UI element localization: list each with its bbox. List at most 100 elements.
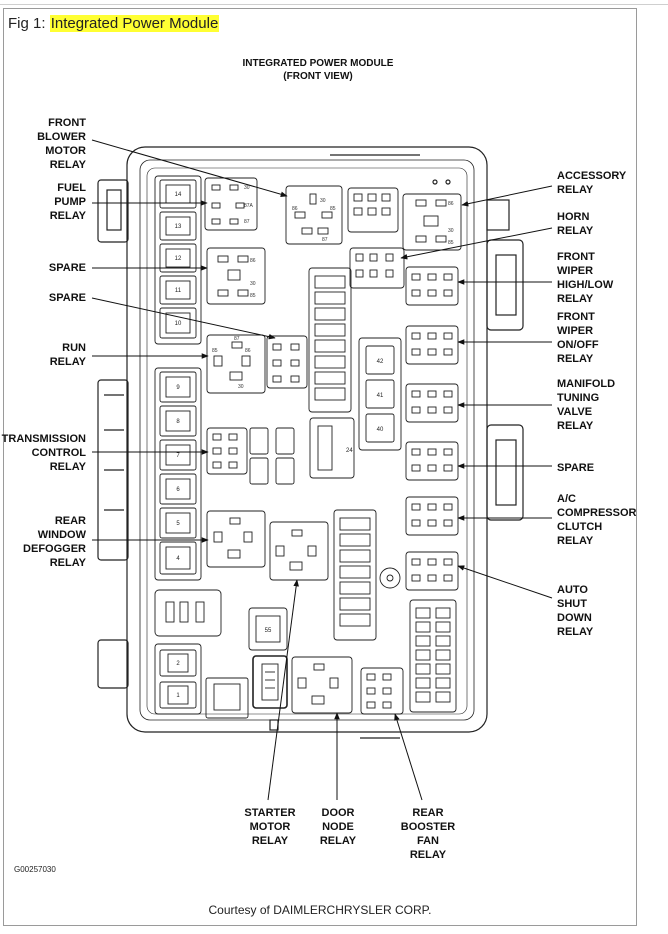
svg-text:RELAY: RELAY xyxy=(50,356,87,368)
svg-text:DEFOGGER: DEFOGGER xyxy=(23,543,86,555)
svg-text:SHUT: SHUT xyxy=(557,598,587,610)
relay-ac-compressor-clutch xyxy=(405,496,459,536)
callout-auto-shut-down-relay: AUTO SHUT DOWN RELAY xyxy=(457,565,594,638)
svg-text:DOWN: DOWN xyxy=(557,612,592,624)
svg-text:HIGH/LOW: HIGH/LOW xyxy=(557,279,614,291)
svg-text:VALVE: VALVE xyxy=(557,406,592,418)
center-fuse-strip: 24 xyxy=(308,267,355,479)
svg-text:30: 30 xyxy=(448,228,454,234)
figure-frame xyxy=(3,8,637,926)
svg-text:SPARE: SPARE xyxy=(49,292,86,304)
svg-text:87: 87 xyxy=(244,219,250,225)
left-lower-fuse-block: 9 8 7 6 5 4 xyxy=(154,367,202,581)
svg-text:40: 40 xyxy=(377,427,384,433)
fuse-13: 13 xyxy=(159,211,197,241)
svg-text:RELAY: RELAY xyxy=(50,159,87,171)
caption-highlight: Integrated Power Module xyxy=(49,15,220,32)
diagram-title: INTEGRATED POWER MODULE xyxy=(243,58,394,69)
relay-front-wiper-high-low xyxy=(405,266,459,306)
fuse-7: 7 xyxy=(159,439,197,471)
svg-text:13: 13 xyxy=(175,224,182,230)
svg-text:A/C: A/C xyxy=(557,493,576,505)
fuse-5: 5 xyxy=(159,507,197,539)
callout-front-wiper-high-low-relay: FRONT WIPER HIGH/LOW RELAY xyxy=(457,251,614,305)
svg-text:85: 85 xyxy=(250,293,256,299)
svg-text:RELAY: RELAY xyxy=(557,535,594,547)
svg-text:FRONT: FRONT xyxy=(557,311,595,323)
svg-text:86: 86 xyxy=(292,206,298,212)
svg-text:FAN: FAN xyxy=(417,835,439,847)
svg-text:TRANSMISSION: TRANSMISSION xyxy=(2,433,86,445)
caption-prefix: Fig 1: xyxy=(8,15,50,32)
relay-fuel-pump-small: 30 87A 87 xyxy=(204,177,258,231)
svg-text:12: 12 xyxy=(175,256,182,262)
svg-text:NODE: NODE xyxy=(322,821,354,833)
svg-text:87A: 87A xyxy=(244,203,254,209)
relay-spare-2 xyxy=(266,335,308,389)
svg-text:86: 86 xyxy=(250,258,256,264)
fuse-42: 42 xyxy=(365,345,395,375)
svg-text:85: 85 xyxy=(212,348,218,354)
center-lower-fuse-stack xyxy=(333,509,401,641)
svg-text:RELAY: RELAY xyxy=(557,225,594,237)
svg-text:14: 14 xyxy=(175,192,182,198)
svg-text:REAR: REAR xyxy=(412,807,443,819)
relay-rear-booster-fan xyxy=(360,667,404,715)
callout-fuel-pump-relay: FUEL PUMP RELAY xyxy=(50,182,208,222)
svg-text:SPARE: SPARE xyxy=(49,262,86,274)
relay-horn xyxy=(349,247,405,289)
svg-text:CONTROL: CONTROL xyxy=(32,447,87,459)
bottom-right-fuse-array xyxy=(409,599,457,713)
relay-transmission-control xyxy=(206,427,248,475)
callout-horn-relay: HORN RELAY xyxy=(400,211,594,260)
svg-text:ACCESSORY: ACCESSORY xyxy=(557,170,627,182)
svg-text:RELAY: RELAY xyxy=(557,420,594,432)
svg-text:WINDOW: WINDOW xyxy=(38,529,87,541)
callout-spare-1: SPARE xyxy=(49,262,208,274)
svg-text:86: 86 xyxy=(448,201,454,207)
svg-text:WIPER: WIPER xyxy=(557,265,593,277)
svg-text:85: 85 xyxy=(448,240,454,246)
svg-text:85: 85 xyxy=(330,206,336,212)
svg-text:6: 6 xyxy=(176,487,180,493)
callout-manifold-tuning-valve-relay: MANIFOLD TUNING VALVE RELAY xyxy=(457,378,615,432)
svg-text:PUMP: PUMP xyxy=(54,196,86,208)
fuse-10: 10 xyxy=(159,307,197,339)
svg-text:ON/OFF: ON/OFF xyxy=(557,339,599,351)
svg-text:COMPRESSOR: COMPRESSOR xyxy=(557,507,637,519)
svg-text:1: 1 xyxy=(176,693,180,699)
relay-door-node xyxy=(291,656,353,714)
svg-text:DOOR: DOOR xyxy=(322,807,355,819)
svg-text:24: 24 xyxy=(346,448,353,454)
fuse-12: 12 xyxy=(159,243,197,273)
svg-text:RELAY: RELAY xyxy=(557,353,594,365)
svg-text:RELAY: RELAY xyxy=(557,184,594,196)
svg-text:30: 30 xyxy=(244,185,250,191)
svg-text:41: 41 xyxy=(377,393,384,399)
svg-text:RUN: RUN xyxy=(62,342,86,354)
svg-text:2: 2 xyxy=(176,661,180,667)
relay-small-top-center xyxy=(347,187,399,233)
callout-rear-booster-fan-relay: REAR BOOSTER FAN RELAY xyxy=(394,713,455,861)
svg-text:30: 30 xyxy=(320,198,326,204)
fuse-40: 40 xyxy=(365,413,395,443)
right-relay-column xyxy=(405,266,459,591)
callout-spare-2: SPARE xyxy=(49,292,276,340)
callout-front-wiper-on-off-relay: FRONT WIPER ON/OFF RELAY xyxy=(457,311,599,365)
credit-line: Courtesy of DAIMLERCHRYSLER CORP. xyxy=(209,903,432,917)
svg-text:87: 87 xyxy=(322,237,328,243)
fuse-1: 1 xyxy=(159,681,197,709)
center-fuse-block-40-42: 42 41 40 xyxy=(358,337,402,451)
svg-text:WIPER: WIPER xyxy=(557,325,593,337)
svg-text:87: 87 xyxy=(234,336,240,342)
svg-text:10: 10 xyxy=(175,321,182,327)
relay-spare-1: 86 30 85 xyxy=(206,247,266,305)
svg-text:TUNING: TUNING xyxy=(557,392,599,404)
fuse-41: 41 xyxy=(365,379,395,409)
callout-run-relay: RUN RELAY xyxy=(50,342,209,368)
svg-text:RELAY: RELAY xyxy=(557,293,594,305)
svg-text:RELAY: RELAY xyxy=(50,461,87,473)
svg-text:11: 11 xyxy=(175,288,182,294)
fuse-11: 11 xyxy=(159,275,197,305)
